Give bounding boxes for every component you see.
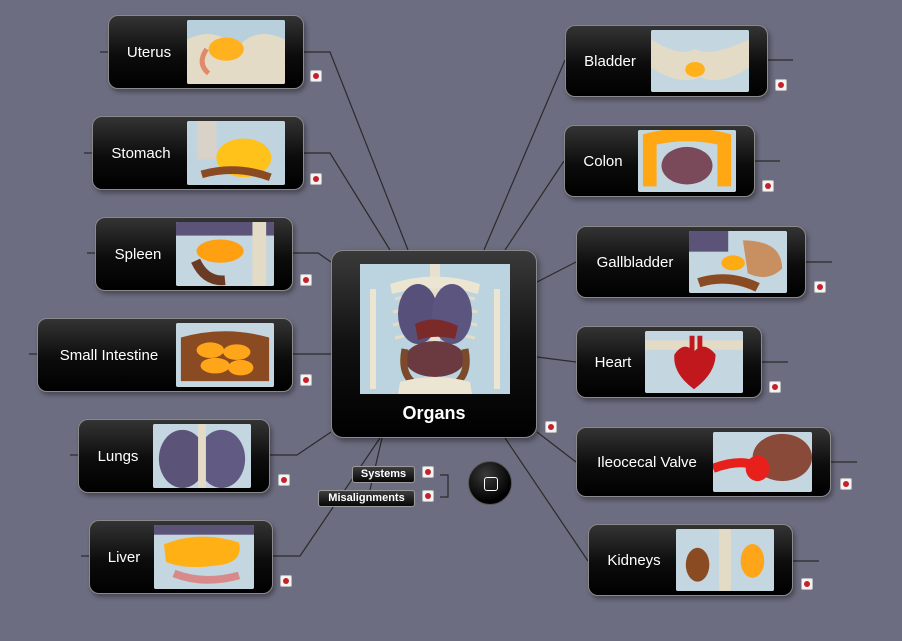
stomach-thumbnail <box>187 121 285 185</box>
attachment-icon-heart[interactable] <box>769 381 781 393</box>
colon-thumbnail <box>638 130 736 192</box>
organs-thumbnail <box>360 264 510 394</box>
connector-bladder <box>483 59 793 251</box>
node-label: Gallbladder <box>596 253 674 271</box>
connector-heart <box>536 356 788 363</box>
node-label: Lungs <box>97 447 139 465</box>
attachment-icon-organs[interactable] <box>545 421 557 433</box>
center-title: Organs <box>402 403 466 423</box>
home-button[interactable] <box>468 461 512 505</box>
node-gallbladder[interactable]: Gallbladder <box>576 226 806 298</box>
node-label: Small Intestine <box>59 346 159 364</box>
node-heart[interactable]: Heart <box>576 326 762 398</box>
attachment-icon-kidneys[interactable] <box>801 578 813 590</box>
attachment-icon-lungs[interactable] <box>278 474 290 486</box>
node-liver[interactable]: Liver <box>89 520 273 594</box>
node-label: Ileocecal Valve <box>597 453 697 471</box>
center-node-organs[interactable]: Organs <box>331 250 537 438</box>
connector-ileocecal-valve <box>536 431 857 463</box>
node-ileocecal-valve[interactable]: Ileocecal Valve <box>576 427 831 497</box>
node-bladder[interactable]: Bladder <box>565 25 768 97</box>
connector-uterus <box>304 51 409 251</box>
attachment-icon-bladder[interactable] <box>775 79 787 91</box>
node-label: Liver <box>107 548 141 566</box>
connector-kidneys <box>504 437 819 562</box>
attachment-icon-spleen[interactable] <box>300 274 312 286</box>
small-intestine-thumbnail <box>176 323 274 387</box>
attachment-icon-small-intestine[interactable] <box>300 374 312 386</box>
lungs-thumbnail <box>153 424 251 488</box>
connector-stomach <box>304 152 391 251</box>
node-lungs[interactable]: Lungs <box>78 419 270 493</box>
bladder-thumbnail <box>651 30 749 92</box>
liver-thumbnail <box>154 525 254 589</box>
gallbladder-thumbnail <box>689 231 787 293</box>
node-label: Uterus <box>126 43 172 61</box>
node-stomach[interactable]: Stomach <box>92 116 304 190</box>
node-small-intestine[interactable]: Small Intestine <box>37 318 293 392</box>
heart-thumbnail <box>645 331 743 393</box>
attachment-icon-liver[interactable] <box>280 575 292 587</box>
spleen-thumbnail <box>176 222 274 286</box>
node-spleen[interactable]: Spleen <box>95 217 293 291</box>
attachment-icon-gallbladder[interactable] <box>814 281 826 293</box>
uterus-thumbnail <box>187 20 285 84</box>
kidneys-thumbnail <box>676 529 774 591</box>
connector-systems <box>440 474 449 498</box>
node-label: Bladder <box>584 52 636 70</box>
node-kidneys[interactable]: Kidneys <box>588 524 793 596</box>
node-label: Stomach <box>111 144 171 162</box>
node-label: Colon <box>583 152 623 170</box>
attachment-icon-systems[interactable] <box>422 466 434 478</box>
node-label: Heart <box>594 353 632 371</box>
attachment-icon-colon[interactable] <box>762 180 774 192</box>
ileocecal-valve-thumbnail <box>713 432 812 492</box>
subtopic-systems[interactable]: Systems <box>352 466 415 483</box>
attachment-icon-misalignments[interactable] <box>422 490 434 502</box>
home-square-icon <box>484 477 498 491</box>
subtopic-misalignments[interactable]: Misalignments <box>318 490 415 507</box>
connector-spleen <box>293 252 332 263</box>
connector-lungs <box>270 431 332 456</box>
node-label: Spleen <box>114 245 162 263</box>
node-colon[interactable]: Colon <box>564 125 755 197</box>
node-label: Kidneys <box>607 551 661 569</box>
attachment-icon-uterus[interactable] <box>310 70 322 82</box>
attachment-icon-stomach[interactable] <box>310 173 322 185</box>
attachment-icon-ileocecal-valve[interactable] <box>840 478 852 490</box>
node-uterus[interactable]: Uterus <box>108 15 304 89</box>
connector-gallbladder <box>536 261 832 283</box>
connector-colon <box>504 160 780 251</box>
